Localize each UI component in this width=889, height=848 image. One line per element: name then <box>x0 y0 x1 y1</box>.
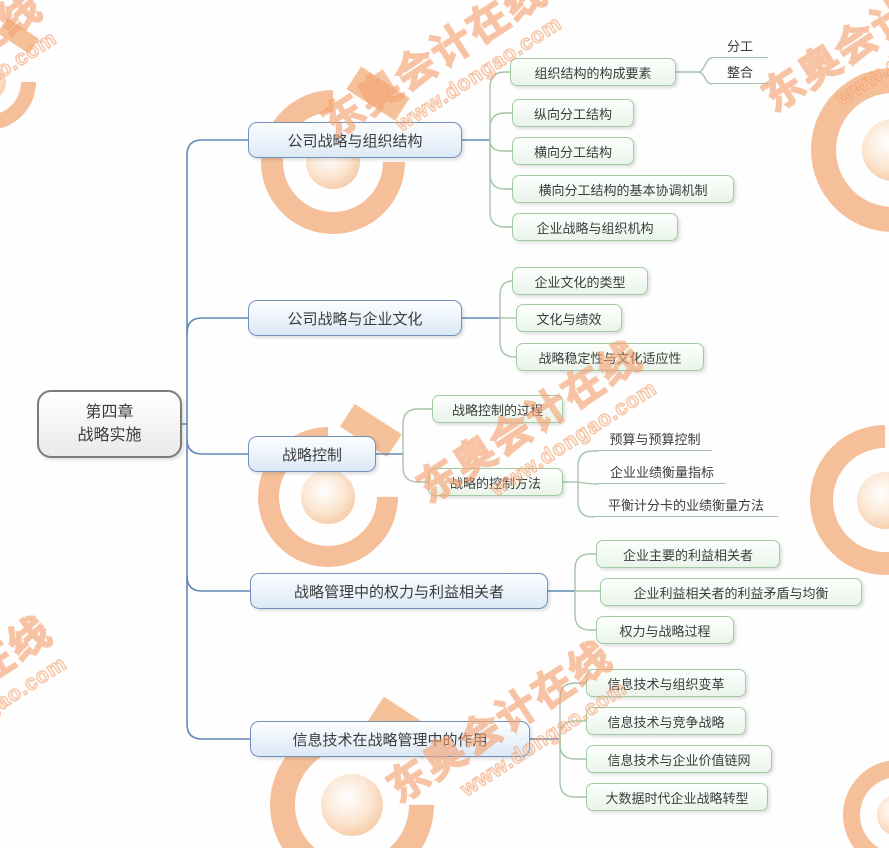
child-label: 组织结构的构成要素 <box>534 65 652 81</box>
child-label: 权力与战略过程 <box>619 623 711 639</box>
child-node[interactable]: 战略的控制方法 <box>428 468 563 496</box>
child-label: 横向分工结构 <box>533 144 612 160</box>
child-node[interactable]: 组织结构的构成要素 <box>510 58 676 86</box>
child-label: 大数据时代企业战略转型 <box>605 790 749 806</box>
child-label: 信息技术与竞争战略 <box>607 714 725 730</box>
child-node[interactable]: 信息技术与竞争战略 <box>586 707 746 735</box>
child-node[interactable]: 权力与战略过程 <box>596 616 734 644</box>
child-node[interactable]: 企业文化的类型 <box>512 267 648 295</box>
branch-node-3[interactable]: 战略控制 <box>248 436 376 472</box>
child-node[interactable]: 企业利益相关者的利益矛盾与均衡 <box>600 578 862 606</box>
child-label: 文化与绩效 <box>536 311 602 327</box>
child-label: 战略的控制方法 <box>449 475 541 491</box>
leaf-text: 预算与预算控制 <box>609 432 701 447</box>
branch-label: 公司战略与组织结构 <box>287 132 423 150</box>
branch-node-5[interactable]: 信息技术在战略管理中的作用 <box>250 721 530 757</box>
root-title: 第四章 战略实施 <box>77 401 141 447</box>
child-label: 企业文化的类型 <box>534 274 626 290</box>
child-node[interactable]: 大数据时代企业战略转型 <box>586 783 768 811</box>
child-node[interactable]: 战略控制的过程 <box>432 395 563 423</box>
leaf-label[interactable]: 预算与预算控制 <box>598 430 712 451</box>
child-node[interactable]: 纵向分工结构 <box>512 99 634 127</box>
leaf-text: 企业业绩衡量指标 <box>609 465 714 480</box>
branch-label: 战略控制 <box>281 446 342 464</box>
leaf-text: 整合 <box>726 65 753 80</box>
child-label: 战略稳定性与文化适应性 <box>538 350 682 366</box>
child-node[interactable]: 企业主要的利益相关者 <box>596 540 780 568</box>
child-label: 企业利益相关者的利益矛盾与均衡 <box>633 585 829 601</box>
child-label: 企业主要的利益相关者 <box>622 547 753 563</box>
child-label: 纵向分工结构 <box>533 106 612 122</box>
root-title-line2: 战略实施 <box>77 427 142 444</box>
root-title-line1: 第四章 <box>85 403 134 421</box>
branch-label: 公司战略与企业文化 <box>287 310 423 328</box>
leaf-label[interactable]: 平衡计分卡的业绩衡量方法 <box>594 496 778 517</box>
branch-node-1[interactable]: 公司战略与组织结构 <box>248 122 462 158</box>
child-node[interactable]: 信息技术与企业价值链网 <box>586 745 772 773</box>
child-label: 企业战略与组织机构 <box>536 220 654 236</box>
child-node[interactable]: 企业战略与组织机构 <box>512 213 678 241</box>
root-node[interactable]: 第四章 战略实施 <box>37 390 182 458</box>
child-node[interactable]: 横向分工结构 <box>512 137 634 165</box>
leaf-text: 分工 <box>726 39 753 54</box>
leaf-text: 平衡计分卡的业绩衡量方法 <box>607 498 764 513</box>
leaf-label[interactable]: 整合 <box>712 62 768 84</box>
child-label: 信息技术与组织变革 <box>607 676 725 692</box>
leaf-label[interactable]: 分工 <box>712 36 768 58</box>
branch-label: 信息技术在战略管理中的作用 <box>292 731 488 749</box>
branch-node-4[interactable]: 战略管理中的权力与利益相关者 <box>250 573 548 609</box>
branch-label: 战略管理中的权力与利益相关者 <box>293 583 504 601</box>
connector-group-children <box>402 57 713 798</box>
child-node[interactable]: 文化与绩效 <box>516 304 622 332</box>
child-label: 战略控制的过程 <box>451 402 543 418</box>
leaf-label[interactable]: 企业业绩衡量指标 <box>598 463 726 484</box>
child-node[interactable]: 信息技术与组织变革 <box>586 669 746 697</box>
child-node[interactable]: 横向分工结构的基本协调机制 <box>512 175 734 203</box>
branch-node-2[interactable]: 公司战略与企业文化 <box>248 300 462 336</box>
child-label: 信息技术与企业价值链网 <box>607 752 751 768</box>
child-label: 横向分工结构的基本协调机制 <box>538 182 708 198</box>
child-node[interactable]: 战略稳定性与文化适应性 <box>516 343 704 371</box>
